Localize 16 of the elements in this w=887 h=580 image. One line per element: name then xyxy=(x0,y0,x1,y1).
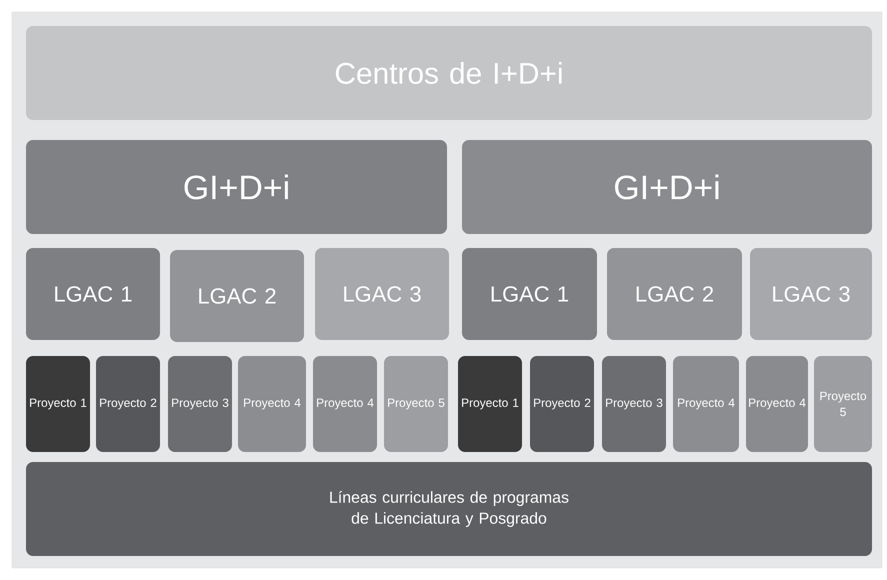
project-box: Proyecto 3 xyxy=(168,356,232,452)
project-box: Proyecto 5 xyxy=(814,356,872,452)
group-box: GI+D+i xyxy=(26,140,447,234)
project-box: Proyecto 4 xyxy=(746,356,808,452)
project-box: Proyecto 4 xyxy=(238,356,306,452)
header-band: Centros de I+D+i xyxy=(26,26,872,120)
project-box: Proyecto 4 xyxy=(673,356,739,452)
group-box: GI+D+i xyxy=(462,140,872,234)
project-box: Proyecto 5 xyxy=(384,356,448,452)
project-box: Proyecto 1 xyxy=(458,356,522,452)
project-box: Proyecto 2 xyxy=(530,356,594,452)
project-box: Proyecto 2 xyxy=(96,356,160,452)
footer-band: Líneas curriculares de programas de Licenciatura y Posgrado xyxy=(26,462,872,556)
project-box: Proyecto 3 xyxy=(602,356,666,452)
project-box: Proyecto 1 xyxy=(26,356,90,452)
project-box: Proyecto 4 xyxy=(313,356,377,452)
